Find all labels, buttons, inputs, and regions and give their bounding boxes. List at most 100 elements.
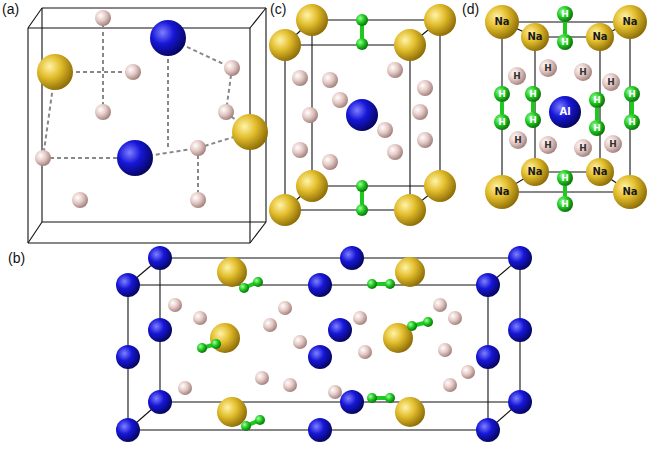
atom-label: H <box>514 136 522 145</box>
atom <box>292 142 308 158</box>
atom <box>210 323 240 353</box>
atom <box>438 343 452 357</box>
sodium-atom: Na <box>485 5 519 39</box>
atom-label: H <box>498 118 506 127</box>
atom <box>356 38 368 50</box>
atom <box>148 390 172 414</box>
hydride-atom: H <box>574 63 592 81</box>
atom-label: Na <box>527 167 542 177</box>
atom-sphere <box>624 86 640 102</box>
unit-cell-edge <box>439 20 440 186</box>
atom <box>125 64 141 80</box>
unit-cell-edge <box>41 8 42 222</box>
atom-sphere <box>539 59 557 77</box>
atom <box>395 397 425 427</box>
atom <box>308 418 332 442</box>
atom <box>278 301 292 315</box>
h2-bond <box>630 102 634 114</box>
atom <box>367 279 377 289</box>
sodium-atom: Na <box>613 175 647 209</box>
atom <box>340 246 364 270</box>
atom-label: Na <box>622 17 637 27</box>
atom-label: H <box>593 124 601 133</box>
atom <box>283 378 297 392</box>
atom <box>476 418 500 442</box>
coordination-line <box>102 18 104 112</box>
atom <box>150 20 186 56</box>
atom <box>328 385 342 399</box>
atom <box>35 150 51 166</box>
unit-cell-edge <box>28 242 250 243</box>
atom <box>346 99 378 131</box>
atom <box>328 318 352 342</box>
atom <box>476 273 500 297</box>
atom-sphere <box>509 131 527 149</box>
atom <box>412 104 428 120</box>
atom <box>148 318 172 342</box>
atom <box>322 154 338 170</box>
atom-sphere <box>557 34 573 50</box>
aluminium-atom: Al <box>549 96 581 128</box>
h2-hydrogen-atom: H <box>557 34 573 50</box>
atom <box>358 345 372 359</box>
atom-sphere <box>508 67 526 85</box>
atom <box>255 371 269 385</box>
unit-cell-edge <box>27 28 28 243</box>
atom-sphere <box>613 5 647 39</box>
atom <box>394 194 426 226</box>
atom-sphere <box>604 135 622 153</box>
h2-bond <box>563 22 567 34</box>
atom-label: Na <box>494 17 509 27</box>
atom <box>417 132 433 148</box>
atom <box>193 311 207 325</box>
sodium-atom: Na <box>613 5 647 39</box>
atom-sphere <box>589 120 605 136</box>
atom <box>37 54 73 90</box>
hydride-atom: H <box>602 73 620 91</box>
atom-label: H <box>609 140 617 149</box>
atom <box>356 14 368 26</box>
atom <box>232 114 268 150</box>
atom <box>356 180 368 192</box>
atom <box>417 80 433 96</box>
h2-hydrogen-atom: H <box>624 114 640 130</box>
atom-label: Al <box>559 107 570 117</box>
atom <box>340 390 364 414</box>
unit-cell-edge <box>250 8 266 28</box>
atom-sphere <box>557 196 573 212</box>
unit-cell-edge <box>311 20 312 186</box>
atom-label: H <box>498 90 506 99</box>
atom <box>116 418 140 442</box>
atom <box>211 339 221 349</box>
atom <box>424 4 456 36</box>
unit-cell-edge <box>250 222 266 243</box>
atom <box>308 273 332 297</box>
panel-label: (c) <box>270 1 286 17</box>
atom <box>423 317 433 327</box>
unit-cell-edge <box>312 185 440 186</box>
atom <box>224 60 240 76</box>
atom-sphere <box>521 158 549 186</box>
atom-sphere <box>602 73 620 91</box>
hydride-atom: H <box>574 139 592 157</box>
h2-hydrogen-atom: H <box>589 120 605 136</box>
unit-cell-edge <box>285 44 410 45</box>
atom-label: H <box>607 78 615 87</box>
hydride-atom: H <box>509 131 527 149</box>
h2-hydrogen-atom: H <box>494 114 510 130</box>
unit-cell-edge <box>312 19 440 20</box>
atom-label: H <box>628 118 636 127</box>
h2-hydrogen-atom: H <box>557 6 573 22</box>
atom <box>395 257 425 287</box>
atom-label: H <box>593 96 601 105</box>
atom <box>356 204 368 216</box>
unit-cell-edge <box>265 8 266 222</box>
atom <box>296 4 328 36</box>
atom-label: H <box>561 174 569 183</box>
h2-hydrogen-atom: H <box>525 86 541 102</box>
atom <box>385 393 395 403</box>
h2-hydrogen-atom: H <box>557 196 573 212</box>
atom-label: H <box>529 90 537 99</box>
h2-bond <box>531 102 535 112</box>
atom <box>448 311 462 325</box>
